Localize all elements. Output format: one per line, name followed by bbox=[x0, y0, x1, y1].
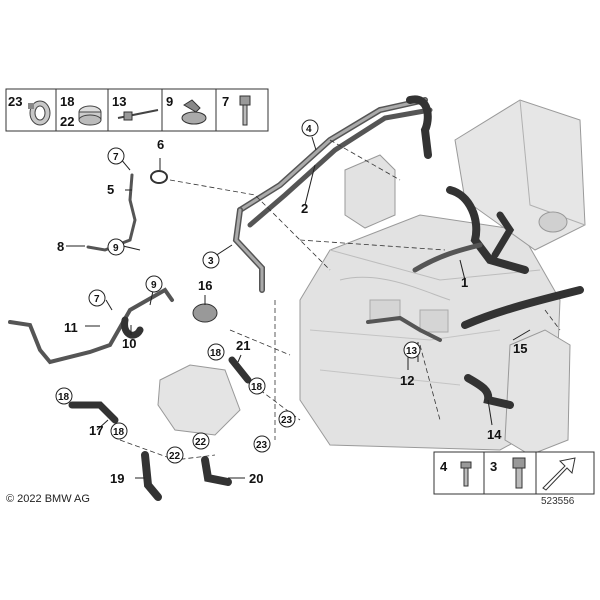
circled-callouts: 4 7 3 9 9 7 13 18 18 18 18 22 22 23 23 bbox=[55, 119, 421, 464]
egr-module bbox=[157, 364, 241, 436]
callout-10: 10 bbox=[122, 336, 136, 351]
callout-15: 15 bbox=[513, 341, 527, 356]
svg-text:3: 3 bbox=[208, 256, 214, 267]
parts-legend-bottom: 4 3 bbox=[433, 451, 595, 495]
callouts: 1 2 6 5 8 11 10 16 21 12 15 14 17 19 20 bbox=[57, 137, 527, 486]
svg-text:22: 22 bbox=[169, 451, 181, 462]
coolant-line-11 bbox=[8, 287, 174, 365]
svg-text:18: 18 bbox=[113, 427, 125, 438]
callout-17: 17 bbox=[89, 423, 103, 438]
callout-18d-circle: 18 bbox=[110, 422, 128, 440]
cable-tie-icon bbox=[117, 109, 159, 121]
svg-text:7: 7 bbox=[94, 294, 100, 305]
legend-label-7: 7 bbox=[222, 94, 229, 109]
coolant-hose-15 bbox=[461, 286, 584, 329]
holder-clip-icon bbox=[181, 99, 207, 125]
arrow-icon bbox=[542, 457, 576, 491]
legend-label-4: 4 bbox=[440, 459, 448, 474]
svg-text:7: 7 bbox=[113, 152, 119, 163]
svg-text:9: 9 bbox=[113, 243, 119, 254]
svg-text:23: 23 bbox=[281, 415, 293, 426]
callout-18c-circle: 18 bbox=[55, 387, 73, 405]
charge-air-cooler bbox=[454, 99, 586, 251]
callout-22a-circle: 22 bbox=[192, 432, 210, 450]
callout-11: 11 bbox=[64, 320, 78, 335]
callout-23b-circle: 23 bbox=[253, 435, 271, 453]
parts-legend-top: 23 18 22 13 9 7 bbox=[5, 88, 269, 132]
callout-12: 12 bbox=[400, 373, 414, 388]
callout-23a-circle: 23 bbox=[278, 410, 296, 428]
hose-clamp-icon bbox=[28, 100, 51, 126]
svg-text:9: 9 bbox=[151, 280, 157, 291]
svg-text:23: 23 bbox=[256, 440, 268, 451]
legend-label-13: 13 bbox=[112, 94, 126, 109]
image-id: 523556 bbox=[541, 496, 575, 507]
screw-icon bbox=[460, 461, 472, 487]
callout-8: 8 bbox=[57, 239, 64, 254]
svg-text:4: 4 bbox=[306, 124, 312, 135]
coolant-hose-17 bbox=[68, 401, 119, 424]
seal-ring-6 bbox=[150, 170, 168, 184]
engine-block bbox=[299, 214, 561, 451]
svg-text:22: 22 bbox=[195, 437, 207, 448]
legend-label-22: 22 bbox=[60, 114, 74, 129]
coolant-hose-20 bbox=[201, 456, 232, 486]
rubber-mount-16 bbox=[192, 303, 218, 323]
callout-7b-circle: 7 bbox=[88, 289, 106, 307]
callout-13-circle: 13 bbox=[403, 341, 421, 359]
callout-9b-circle: 9 bbox=[145, 275, 163, 293]
svg-text:18: 18 bbox=[58, 392, 70, 403]
legend-label-3: 3 bbox=[490, 459, 497, 474]
legend-label-23: 23 bbox=[8, 94, 22, 109]
bolt-icon bbox=[512, 457, 526, 489]
callout-9a-circle: 9 bbox=[107, 238, 125, 256]
coolant-hose-1 bbox=[412, 186, 529, 274]
callout-2: 2 bbox=[301, 201, 308, 216]
coolant-pump-housing bbox=[344, 154, 396, 229]
svg-text:18: 18 bbox=[210, 348, 222, 359]
coolant-hose-10 bbox=[121, 316, 144, 339]
callout-7a-circle: 7 bbox=[107, 147, 125, 165]
callout-14: 14 bbox=[487, 427, 502, 442]
callout-19: 19 bbox=[110, 471, 124, 486]
coolant-hose-14 bbox=[464, 374, 514, 409]
legend-label-9: 9 bbox=[166, 94, 173, 109]
svg-text:13: 13 bbox=[406, 346, 418, 357]
bolt-icon bbox=[239, 95, 251, 126]
copyright-text: © 2022 BMW AG bbox=[6, 493, 90, 505]
callout-21: 21 bbox=[236, 338, 250, 353]
coolant-line-12 bbox=[366, 315, 442, 342]
callout-3-circle: 3 bbox=[202, 251, 220, 269]
coolant-line-5 bbox=[86, 173, 137, 252]
callout-16: 16 bbox=[198, 278, 212, 293]
callout-1: 1 bbox=[461, 275, 468, 290]
legend-label-18: 18 bbox=[60, 94, 74, 109]
callout-18b-circle: 18 bbox=[248, 377, 266, 395]
callout-20: 20 bbox=[249, 471, 263, 486]
svg-text:18: 18 bbox=[251, 382, 263, 393]
oil-cooler bbox=[504, 329, 571, 456]
coolant-hose-19 bbox=[141, 451, 162, 501]
callout-22b-circle: 22 bbox=[166, 446, 184, 464]
callout-18a-circle: 18 bbox=[207, 343, 225, 361]
coolant-hose-top bbox=[406, 95, 432, 159]
coolant-hose-21 bbox=[228, 356, 252, 384]
spring-band-clamp-icon bbox=[78, 105, 102, 126]
callout-6: 6 bbox=[157, 137, 164, 152]
callout-5: 5 bbox=[107, 182, 114, 197]
callout-4-circle: 4 bbox=[301, 119, 319, 137]
